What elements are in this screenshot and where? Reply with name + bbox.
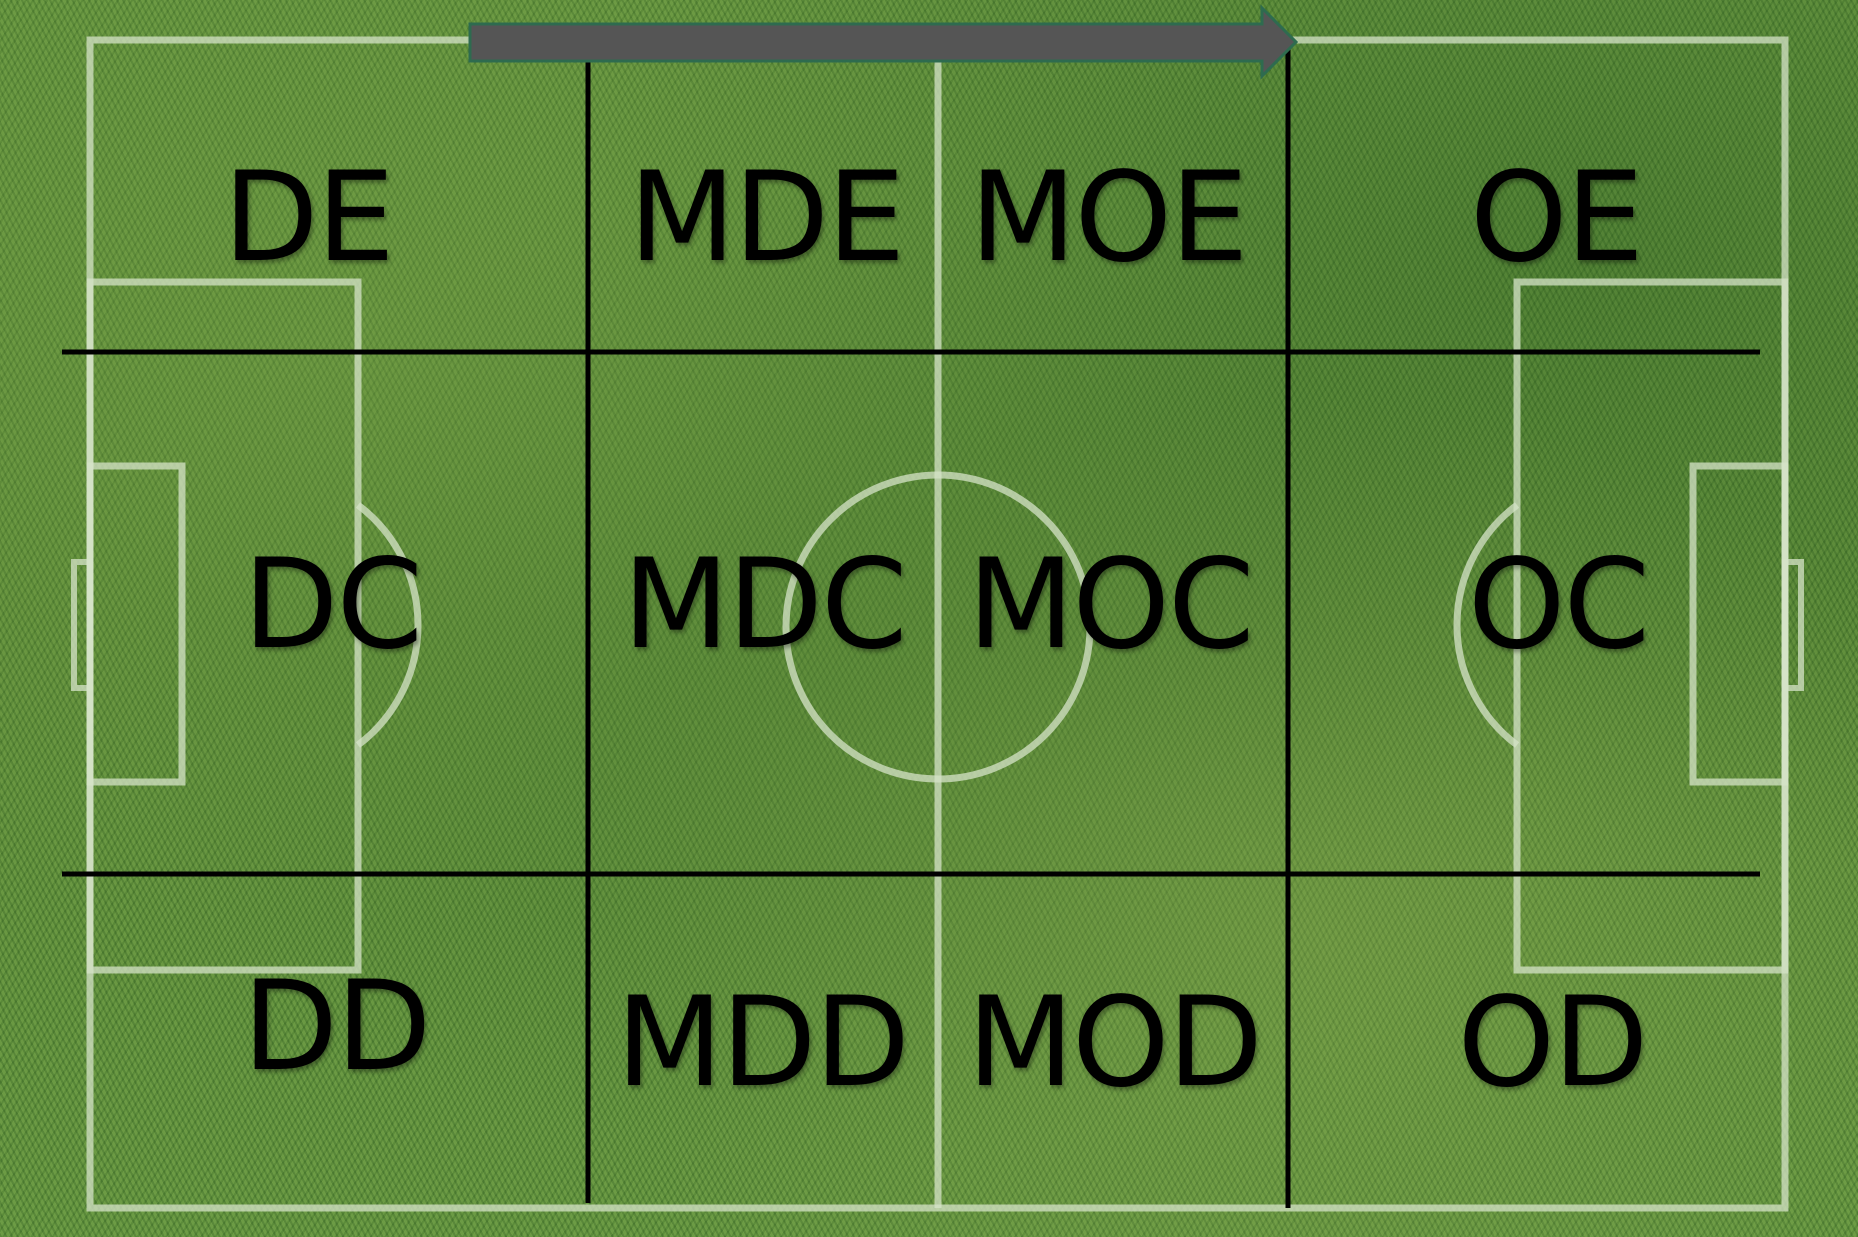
right-goal-area [1693, 466, 1785, 782]
zone-label-mdd: MDD [616, 981, 908, 1105]
zone-label-mdc: MDC [622, 543, 905, 667]
zone-label-dd: DD [243, 965, 430, 1089]
zone-label-od: OD [1457, 981, 1646, 1105]
zone-label-de: DE [223, 156, 393, 280]
left-goal-area [90, 466, 182, 782]
zone-label-oc: OC [1468, 543, 1648, 667]
zone-label-oe: OE [1470, 156, 1642, 280]
zone-label-dc: DC [243, 543, 421, 667]
zone-label-mde: MDE [629, 156, 904, 280]
left-goal [74, 562, 90, 688]
right-goal [1785, 562, 1801, 688]
zone-label-moc: MOC [967, 543, 1252, 667]
attack-direction-arrow-icon [470, 8, 1296, 76]
zone-label-moe: MOE [970, 156, 1247, 280]
zone-label-mod: MOD [967, 981, 1261, 1105]
